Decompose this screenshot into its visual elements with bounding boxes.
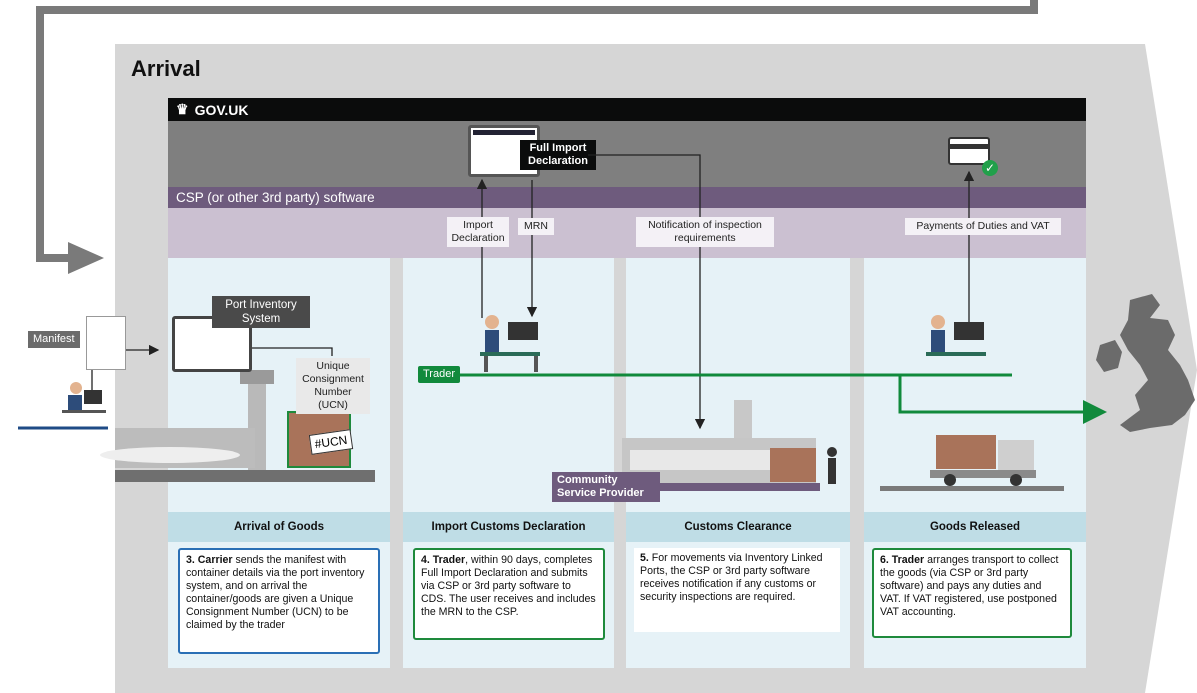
- full-import-declaration-label: Full Import Declaration: [520, 140, 596, 170]
- stage-desc-release: 6. Trader arranges transport to collect …: [872, 548, 1072, 638]
- ucn-label: Unique Consignment Number (UCN): [296, 358, 370, 414]
- stage-lead-release: 6. Trader: [880, 554, 925, 566]
- stage-title-arrival: Arrival of Goods: [168, 512, 390, 542]
- stage-title-clearance: Customs Clearance: [626, 512, 850, 542]
- stage-text-declaration: , within 90 days, completes Full Import …: [421, 554, 596, 618]
- stage-desc-arrival: 3. Carrier sends the manifest with conta…: [178, 548, 380, 654]
- goods-release-arrow: [898, 375, 1107, 424]
- incoming-flow-line: [36, 0, 1038, 262]
- notification-arrow: [588, 154, 706, 430]
- trader-label: Trader: [418, 366, 460, 383]
- crown-icon: ♛: [176, 101, 189, 117]
- payment-card-icon: [948, 137, 990, 165]
- stage-lead-declaration: 4. Trader: [421, 554, 466, 566]
- screen-header-bar: [473, 130, 535, 135]
- gov-uk-header: ♛ GOV.UK: [168, 98, 1086, 121]
- import-declaration-label: Import Declaration: [447, 217, 509, 247]
- mrn-label: MRN: [518, 218, 554, 235]
- truck-icon: [880, 435, 1064, 491]
- stage-lead-arrival: 3. Carrier: [186, 554, 233, 566]
- card-stripe: [950, 144, 988, 149]
- community-service-provider-label: Community Service Provider: [552, 472, 660, 502]
- stage-lead-clearance: 5.: [640, 552, 649, 564]
- trader-desk-declaration: [480, 315, 540, 372]
- gov-uk-brand: GOV.UK: [194, 101, 249, 118]
- airport-scene: [100, 370, 375, 482]
- carrier-person-icon: [62, 382, 106, 413]
- stage-desc-clearance: 5. For movements via Inventory Linked Po…: [634, 548, 840, 632]
- manifest-label: Manifest: [28, 331, 80, 348]
- inventory-ucn-line: [252, 347, 333, 356]
- uk-map-icon: [1096, 294, 1195, 432]
- notification-label: Notification of inspection requirements: [636, 217, 774, 247]
- check-icon: ✓: [982, 160, 998, 176]
- port-inventory-label: Port Inventory System: [212, 296, 310, 328]
- trader-desk-release: [926, 315, 986, 356]
- cds-system-band: [168, 121, 1086, 187]
- stage-text-clearance: For movements via Inventory Linked Ports…: [640, 552, 823, 603]
- manifest-document-icon: [86, 316, 126, 370]
- stage-text-arrival: sends the manifest with container detail…: [186, 554, 365, 631]
- stage-title-release: Goods Released: [864, 512, 1086, 542]
- stage-desc-declaration: 4. Trader, within 90 days, completes Ful…: [413, 548, 605, 640]
- payments-label: Payments of Duties and VAT: [905, 218, 1061, 235]
- stage-title-declaration: Import Customs Declaration: [403, 512, 614, 542]
- incoming-flow-arrowhead: [68, 242, 104, 274]
- csp-software-bar: CSP (or other 3rd party) software: [168, 187, 1086, 208]
- stage-text-release: arranges transport to collect the goods …: [880, 554, 1059, 618]
- page-title: Arrival: [131, 56, 201, 81]
